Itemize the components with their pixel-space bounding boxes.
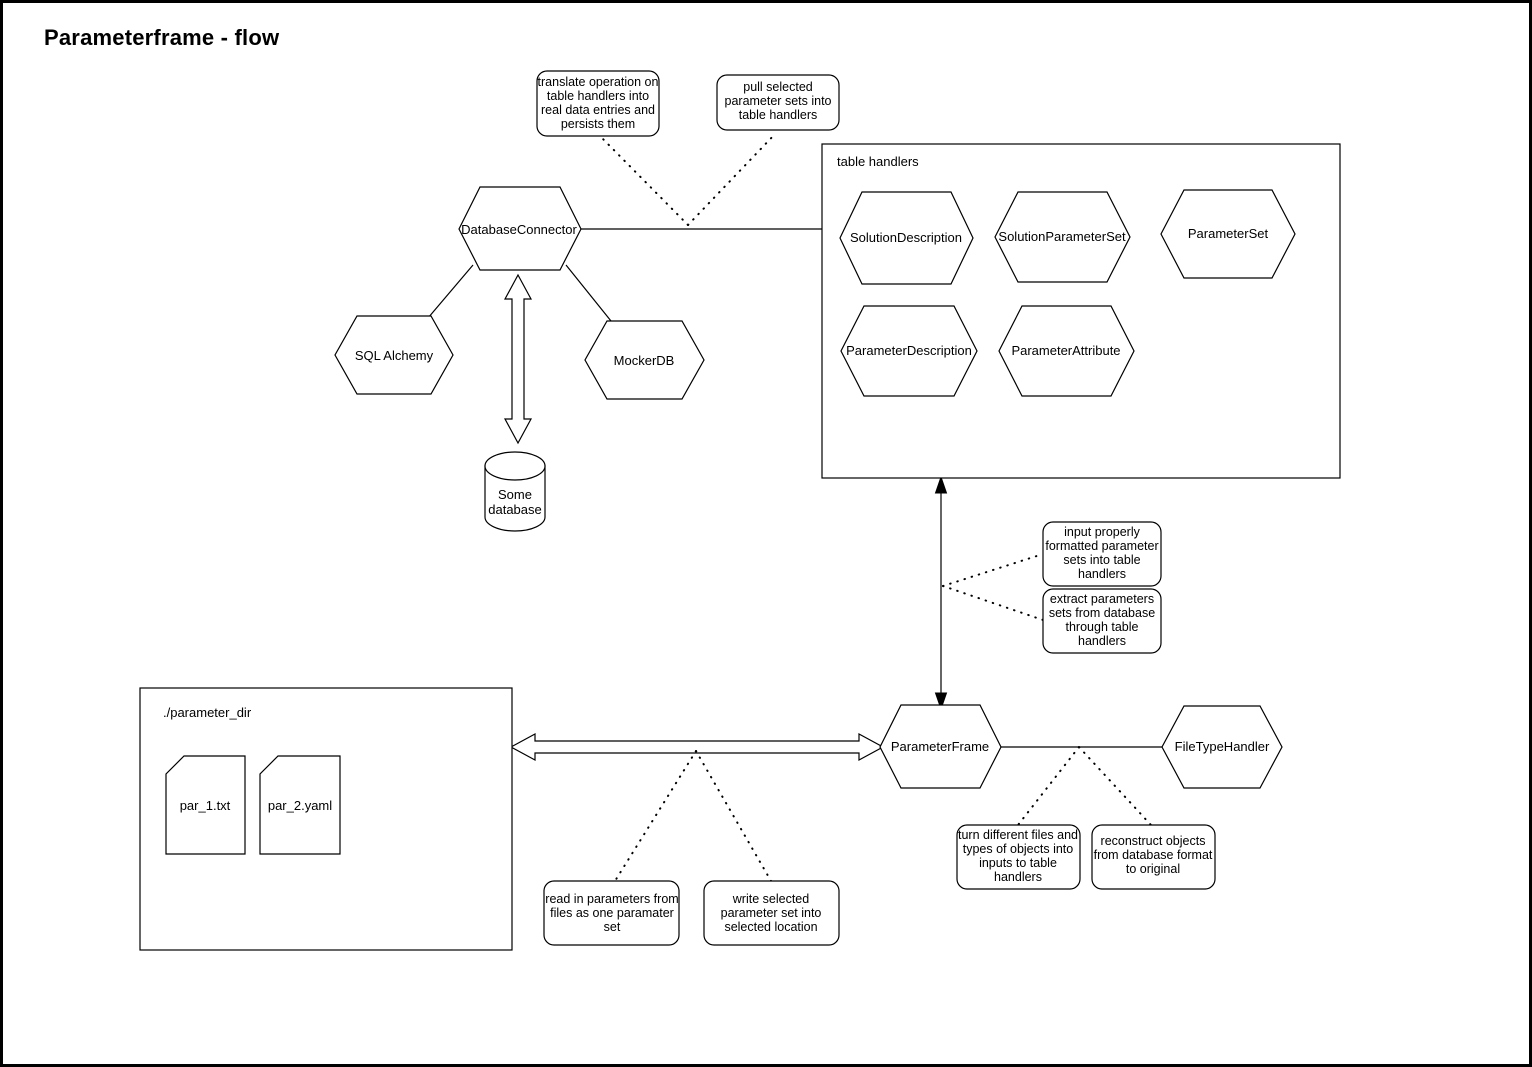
node-parameter-description[interactable]: ParameterDescription	[840, 305, 978, 397]
node-solution-parameter-set-label: SolutionParameterSet	[998, 229, 1126, 244]
callout-write-selected-line-0: write selected	[732, 892, 809, 906]
node-sql-alchemy-label: SQL Alchemy	[355, 348, 434, 363]
node-parameter-description-label: ParameterDescription	[846, 343, 972, 358]
page-title: Parameterframe - flow	[44, 25, 280, 50]
callout-write-selected-line-1: parameter set into	[721, 906, 822, 920]
callout-extract-parameters-line-1: sets from database	[1049, 606, 1155, 620]
file-par-2-yaml[interactable]: par_2.yaml	[259, 755, 341, 855]
file-par-1-txt-label: par_1.txt	[180, 798, 231, 813]
callout-pull-selected-line-0: pull selected	[743, 80, 813, 94]
callout-input-properly-line-1: formatted parameter	[1045, 539, 1158, 553]
file-par-2-yaml-label: par_2.yaml	[268, 798, 332, 813]
leader-turn-different-files	[1017, 746, 1080, 826]
edge-dbconnector-mockerdb	[565, 264, 612, 322]
group-table-handlers: table handlers	[821, 143, 1341, 479]
edge-parameterdir-parameterframe	[509, 732, 885, 762]
leader-extract-parameters	[942, 585, 1044, 621]
node-solution-parameter-set[interactable]: SolutionParameterSet	[994, 191, 1131, 283]
callout-pull-selected-line-1: parameter sets into	[725, 94, 832, 108]
group-parameter-dir-label: ./parameter_dir	[163, 705, 252, 720]
callout-pull-selected: pull selected parameter sets into table …	[716, 74, 840, 131]
node-database-connector-label: DatabaseConnector	[461, 222, 577, 237]
node-parameter-set-label: ParameterSet	[1188, 226, 1269, 241]
callout-input-properly: input properly formatted parameter sets …	[1042, 521, 1162, 587]
callout-turn-different-files-line-0: turn different files and	[958, 828, 1078, 842]
node-mocker-db[interactable]: MockerDB	[584, 320, 705, 400]
node-parameter-set[interactable]: ParameterSet	[1160, 189, 1296, 279]
callout-turn-different-files-line-1: types of objects into	[963, 842, 1074, 856]
node-solution-description-label: SolutionDescription	[850, 230, 962, 245]
callout-extract-parameters-line-2: through table	[1066, 620, 1139, 634]
group-table-handlers-label: table handlers	[837, 154, 919, 169]
node-parameter-frame-label: ParameterFrame	[891, 739, 989, 754]
callout-reconstruct-objects-line-1: from database format	[1094, 848, 1213, 862]
callout-turn-different-files-line-2: inputs to table	[979, 856, 1057, 870]
leader-read-in-parameters	[614, 750, 697, 882]
file-par-1-txt[interactable]: par_1.txt	[165, 755, 246, 855]
node-solution-description[interactable]: SolutionDescription	[839, 191, 974, 285]
node-mocker-db-label: MockerDB	[614, 353, 675, 368]
node-file-type-handler-label: FileTypeHandler	[1175, 739, 1270, 754]
callout-extract-parameters: extract parameters sets from database th…	[1042, 588, 1162, 654]
node-parameter-frame[interactable]: ParameterFrame	[879, 704, 1002, 789]
leader-reconstruct-objects	[1078, 746, 1152, 826]
callout-reconstruct-objects-line-0: reconstruct objects	[1101, 834, 1206, 848]
edge-dbconnector-somedatabase	[503, 273, 533, 445]
callout-input-properly-line-2: sets into table	[1063, 553, 1140, 567]
node-parameter-attribute[interactable]: ParameterAttribute	[998, 305, 1135, 397]
callout-reconstruct-objects-line-2: to original	[1126, 862, 1180, 876]
leader-input-properly	[942, 553, 1044, 587]
callout-translate-operation: translate operation on table handlers in…	[536, 70, 660, 137]
callout-turn-different-files-line-3: handlers	[994, 870, 1042, 884]
callout-write-selected: write selected parameter set into select…	[703, 880, 840, 946]
callout-input-properly-line-3: handlers	[1078, 567, 1126, 581]
callout-reconstruct-objects: reconstruct objects from database format…	[1091, 824, 1216, 890]
node-some-database-label-line1: Some	[498, 487, 532, 502]
callout-write-selected-line-2: selected location	[724, 920, 817, 934]
callout-read-in-parameters-line-1: files as one paramater	[550, 906, 674, 920]
node-sql-alchemy[interactable]: SQL Alchemy	[334, 315, 454, 395]
edge-tablehandlers-parameterframe	[934, 475, 948, 711]
callout-read-in-parameters: read in parameters from files as one par…	[543, 880, 680, 946]
callout-input-properly-line-0: input properly	[1064, 525, 1140, 539]
callout-turn-different-files: turn different files and types of object…	[956, 824, 1081, 890]
callout-pull-selected-line-2: table handlers	[739, 108, 818, 122]
node-file-type-handler[interactable]: FileTypeHandler	[1161, 705, 1283, 789]
callout-read-in-parameters-line-2: set	[604, 920, 621, 934]
leader-pull-selected	[687, 132, 777, 226]
node-some-database[interactable]: Some database	[484, 451, 546, 532]
node-some-database-label-line2: database	[488, 502, 542, 517]
diagram-svg: table handlers ./parameter_dir DatabaseC…	[139, 70, 1341, 951]
callout-extract-parameters-line-0: extract parameters	[1050, 592, 1154, 606]
callout-extract-parameters-line-3: handlers	[1078, 634, 1126, 648]
node-parameter-attribute-label: ParameterAttribute	[1011, 343, 1120, 358]
leader-translate-operation	[599, 135, 689, 226]
group-parameter-dir: ./parameter_dir	[139, 687, 513, 951]
callout-translate-operation-line-2: real data entries and	[541, 103, 655, 117]
node-database-connector[interactable]: DatabaseConnector	[458, 186, 582, 271]
edge-dbconnector-sqlalchemy	[427, 264, 474, 319]
callout-translate-operation-line-3: persists them	[561, 117, 635, 131]
leader-write-selected	[695, 750, 772, 882]
callout-read-in-parameters-line-0: read in parameters from	[545, 892, 678, 906]
callout-translate-operation-line-0: translate operation on	[538, 75, 659, 89]
callout-translate-operation-line-1: table handlers into	[547, 89, 649, 103]
